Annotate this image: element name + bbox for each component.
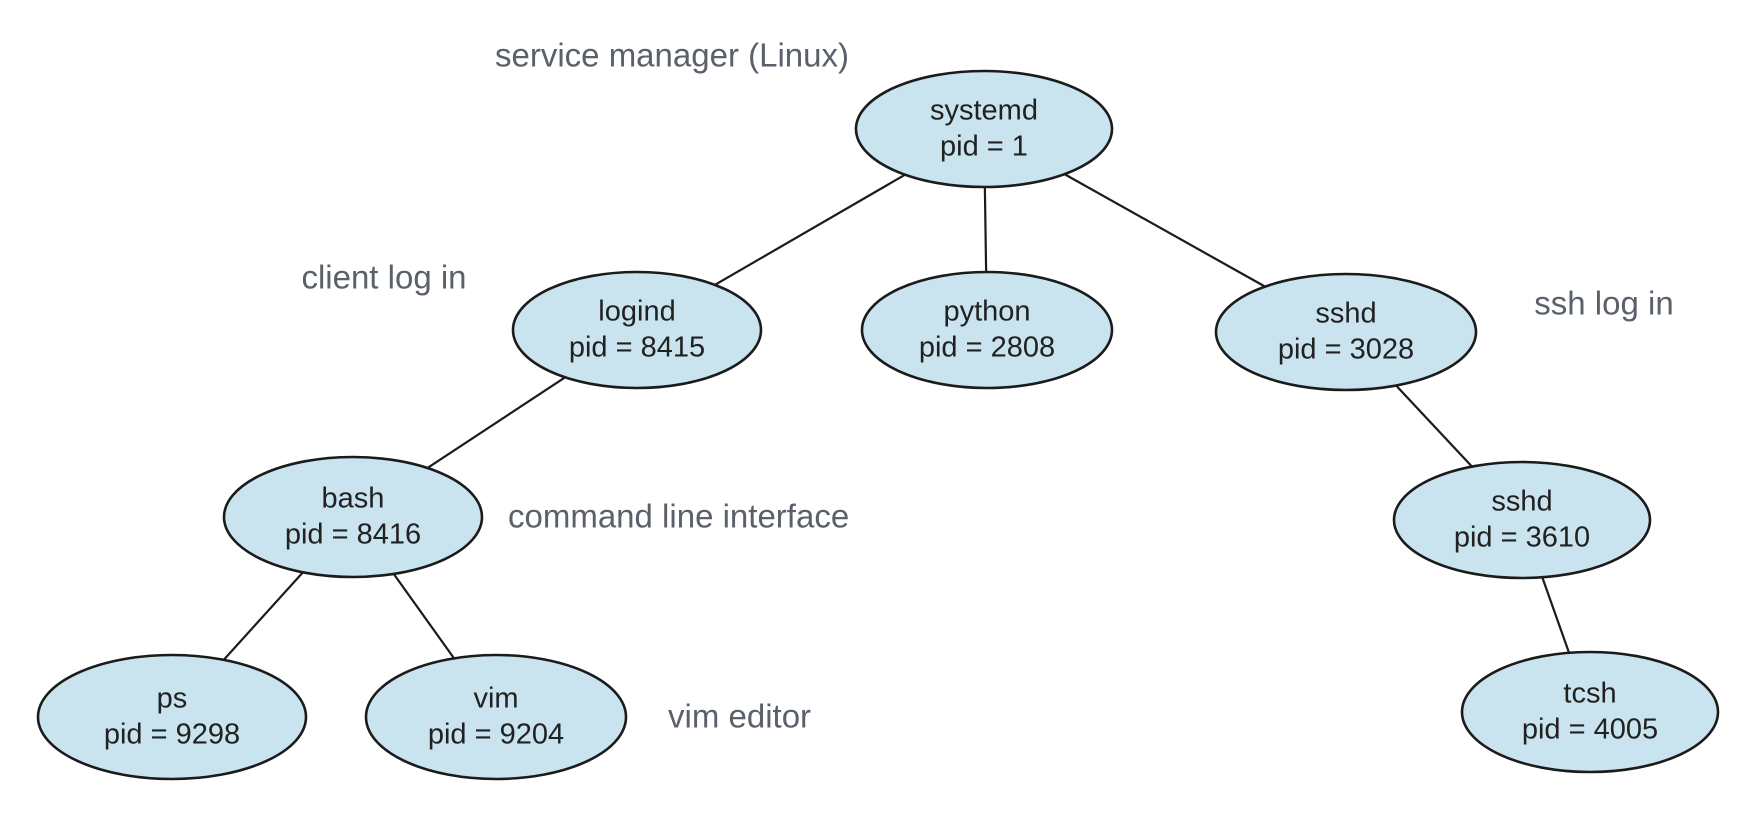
process-pid-label: pid = 1 <box>940 131 1028 163</box>
process-ellipse-logind <box>511 270 763 390</box>
process-pid-label: pid = 2808 <box>919 332 1055 364</box>
process-node-systemd: systemd pid = 1 <box>854 69 1114 189</box>
process-pid-label: pid = 9298 <box>104 719 240 751</box>
annotations-layer: service manager (Linux) client log in ssh … <box>301 37 1673 735</box>
process-pid-label: pid = 8416 <box>285 519 421 551</box>
process-pid-label: pid = 3028 <box>1278 334 1414 366</box>
edges-layer <box>171 128 1592 718</box>
process-name-label: python <box>943 296 1030 328</box>
process-ellipse-systemd <box>854 69 1114 189</box>
process-name-label: tcsh <box>1563 678 1616 710</box>
annotation-ssh-log-in: ssh log in <box>1534 285 1673 322</box>
process-pid-label: pid = 4005 <box>1522 714 1658 746</box>
process-name-label: ps <box>157 683 188 715</box>
annotation-command-line-interface: command line interface <box>508 498 849 535</box>
process-ellipse-python <box>860 270 1114 390</box>
process-ellipse-ps <box>36 653 308 781</box>
process-name-label: sshd <box>1491 486 1552 518</box>
process-ellipse-sshd-3610 <box>1392 460 1652 580</box>
process-node-sshd-3028: sshd pid = 3028 <box>1214 272 1478 392</box>
process-ellipse-tcsh <box>1460 650 1720 774</box>
process-name-label: vim <box>473 683 518 715</box>
process-ellipse-bash <box>222 455 484 579</box>
annotation-service-manager: service manager (Linux) <box>495 37 849 74</box>
process-ellipse-vim <box>364 653 628 781</box>
annotation-vim-editor: vim editor <box>668 698 811 735</box>
process-node-tcsh: tcsh pid = 4005 <box>1460 650 1720 774</box>
process-node-ps: ps pid = 9298 <box>36 653 308 781</box>
process-pid-label: pid = 9204 <box>428 719 564 751</box>
process-ellipse-sshd-3028 <box>1214 272 1478 392</box>
process-node-sshd-3610: sshd pid = 3610 <box>1392 460 1652 580</box>
process-name-label: systemd <box>930 95 1038 127</box>
process-name-label: sshd <box>1315 298 1376 330</box>
process-pid-label: pid = 8415 <box>569 332 705 364</box>
process-name-label: logind <box>598 296 675 328</box>
process-name-label: bash <box>322 483 385 515</box>
process-node-python: python pid = 2808 <box>860 270 1114 390</box>
process-node-vim: vim pid = 9204 <box>364 653 628 781</box>
annotation-client-log-in: client log in <box>301 259 466 296</box>
process-node-logind: logind pid = 8415 <box>511 270 763 390</box>
process-pid-label: pid = 3610 <box>1454 522 1590 554</box>
nodes-layer: systemd pid = 1 logind pid = 8415 python pid … <box>36 69 1720 781</box>
process-node-bash: bash pid = 8416 <box>222 455 484 579</box>
